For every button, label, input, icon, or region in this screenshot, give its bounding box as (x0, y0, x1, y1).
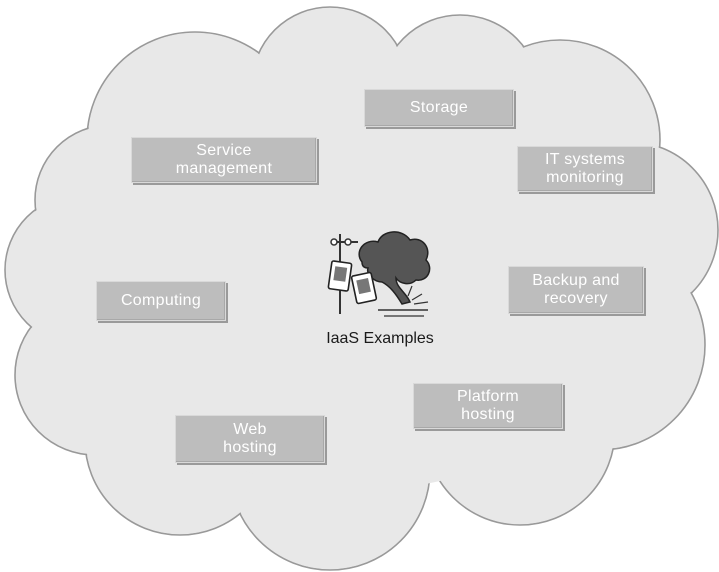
box-web-hosting: Web hosting (175, 415, 325, 463)
box-platform-hosting: Platform hosting (413, 383, 563, 429)
box-it-systems-monitoring: IT systems monitoring (517, 146, 653, 192)
cloud-devices-icon (327, 231, 431, 317)
box-backup-and-recovery: Backup and recovery (508, 266, 644, 314)
box-computing: Computing (96, 281, 226, 321)
box-storage: Storage (364, 89, 514, 127)
box-service-management: Service management (131, 137, 317, 183)
center-label: IaaS Examples (326, 330, 434, 347)
